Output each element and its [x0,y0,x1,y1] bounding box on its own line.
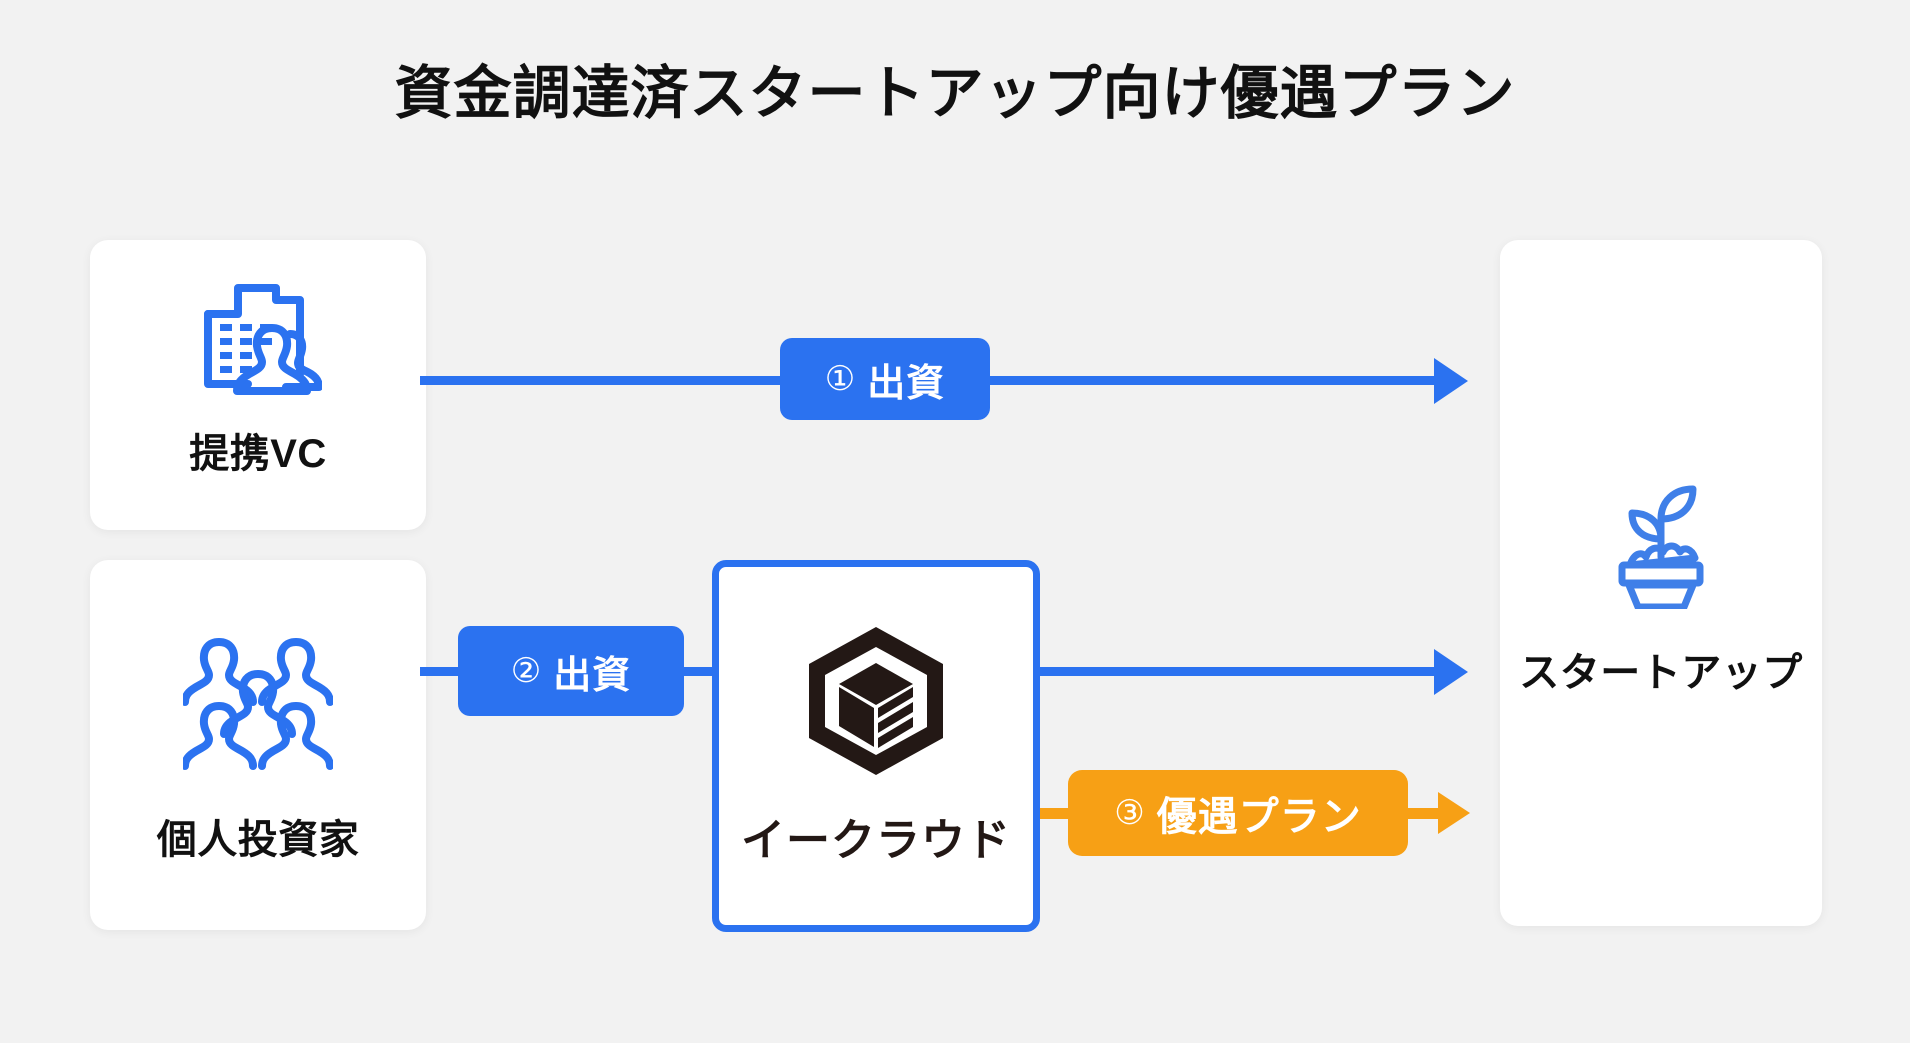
group-of-people-icon [181,630,334,783]
node-card-startup[interactable]: スタートアップ [1500,240,1822,926]
ecloud-hexagon-cube-logo [805,625,947,782]
flow-badge-3-number: ③ [1114,794,1145,832]
flow-badge-2-investment[interactable]: ② 出資 [458,626,684,716]
flow-badge-1-investment[interactable]: ① 出資 [780,338,990,420]
flow-arrowhead-3 [1438,792,1470,834]
flow-line-1-right [975,376,1435,385]
flow-badge-1-label: 出資 [867,362,946,405]
flow-badge-3-label: 優遇プラン [1156,795,1362,839]
flow-arrowhead-ecloud-startup [1434,649,1468,695]
flow-line-ecloud-startup [1036,667,1436,676]
node-card-individual-investors[interactable]: 個人投資家 [90,560,426,930]
flow-badge-3-preferential-plan[interactable]: ③ 優遇プラン [1068,770,1408,856]
flow-badge-2-label: 出資 [553,654,632,697]
node-label-individual-investors: 個人投資家 [156,818,360,862]
flow-line-2-right [668,667,728,676]
potted-seedling-icon [1594,469,1728,614]
node-label-partner-vc: 提携VC [189,432,327,476]
flow-arrowhead-1 [1434,358,1468,404]
flow-badge-2-number: ② [510,652,542,690]
node-label-ecloud: イークラウド [741,815,1011,865]
flow-line-1-left [420,376,790,385]
node-card-partner-vc[interactable]: 提携VC [90,240,426,530]
page-title: 資金調達済スタートアップ向け優遇プラン [394,61,1516,126]
flow-badge-1-number: ① [824,360,856,398]
flow-line-3-right [1396,808,1440,819]
office-building-people-icon [194,278,323,401]
node-label-startup: スタートアップ [1519,650,1803,695]
node-card-ecloud[interactable]: イークラウド [712,560,1040,932]
flow-line-3-left [1036,808,1084,819]
flow-line-2-left [420,667,475,676]
